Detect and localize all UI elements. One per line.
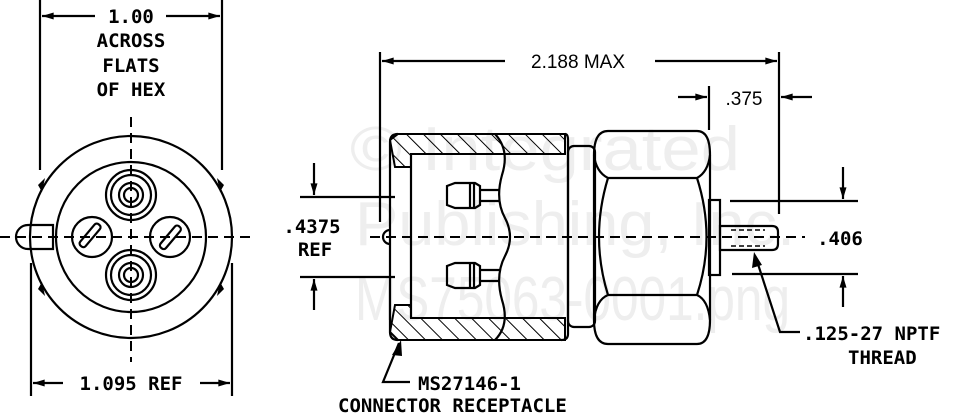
pin-spacing-value: .4375 bbox=[283, 216, 340, 238]
key-bump bbox=[381, 228, 391, 246]
thread-lines bbox=[731, 229, 765, 247]
leader-arrowhead bbox=[752, 252, 762, 268]
key-tab bbox=[14, 223, 55, 251]
thread-label: THREAD bbox=[848, 347, 917, 369]
side-view: 2.188 MAX .375 .406 .4375 REF MS27146-1 … bbox=[283, 52, 940, 414]
thread-leader bbox=[754, 257, 800, 334]
contact-top bbox=[104, 168, 158, 222]
flange-dimension: .406 bbox=[817, 228, 863, 250]
threaded-stud bbox=[718, 224, 780, 252]
stud-length: .375 bbox=[726, 89, 763, 110]
across-flats-label: ACROSS bbox=[97, 30, 166, 52]
diameter-label: 1.095 REF bbox=[80, 373, 183, 395]
break-line bbox=[494, 133, 512, 341]
contact-bottom bbox=[104, 248, 158, 302]
receptacle-description: CONNECTOR RECEPTACLE bbox=[338, 395, 567, 414]
across-flats-label: OF HEX bbox=[97, 79, 166, 101]
thread-spec: .125-27 NPTF bbox=[803, 323, 940, 345]
pin-bottom bbox=[445, 261, 500, 290]
across-flats-label: FLATS bbox=[102, 55, 159, 77]
receptacle-leader bbox=[381, 342, 410, 384]
receptacle-part-number: MS27146-1 bbox=[418, 373, 521, 395]
pin-spacing-ref: REF bbox=[298, 239, 332, 261]
hex-nut bbox=[592, 129, 712, 346]
watermark: © Integrated Publishing, Inc. MS75063-00… bbox=[350, 115, 795, 334]
end-view: 1.00 ACROSS FLATS OF HEX 1.095 REF bbox=[0, 0, 250, 396]
overall-length: 2.188 MAX bbox=[531, 52, 625, 73]
watermark-line: Publishing, Inc. bbox=[355, 190, 795, 259]
leader-arrowhead bbox=[392, 340, 402, 356]
across-flats-value: 1.00 bbox=[108, 6, 154, 28]
pin-top bbox=[445, 181, 500, 210]
